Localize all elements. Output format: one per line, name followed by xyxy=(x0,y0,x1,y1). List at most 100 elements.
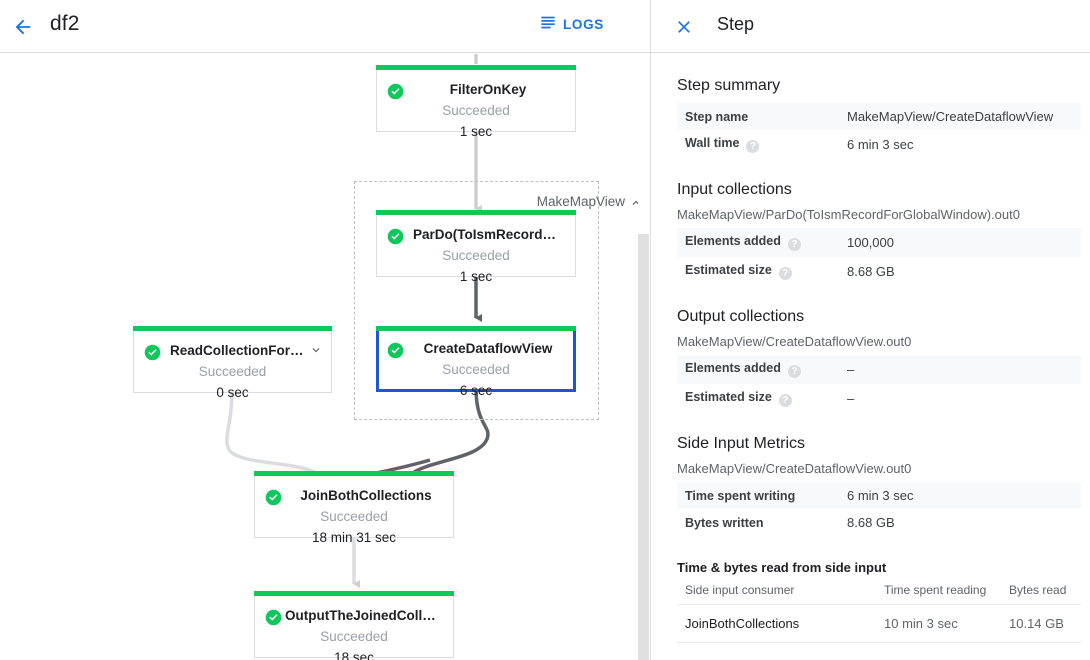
check-circle-icon xyxy=(387,228,404,245)
node-status: Succeeded xyxy=(198,364,267,379)
check-circle-icon xyxy=(265,609,282,626)
help-icon[interactable]: ? xyxy=(787,238,801,251)
node-time: 18 sec xyxy=(334,650,374,660)
input-collections-table: Elements added? 100,000 Estimated size? … xyxy=(677,228,1081,286)
graph-scrollbar-track[interactable] xyxy=(638,54,650,660)
node-status-bar xyxy=(376,65,576,70)
node-status-bar xyxy=(376,210,576,215)
table-row: Elements added? – xyxy=(677,355,1081,384)
node-status-bar xyxy=(376,326,576,331)
job-header-bar: df2 LOGS xyxy=(0,0,650,53)
cell-side-input-consumer: JoinBothCollections xyxy=(677,604,876,643)
row-key: Step name xyxy=(685,109,749,124)
row-value: 6 min 3 sec xyxy=(847,488,914,503)
cell-bytes-read: 10.14 GB xyxy=(1001,604,1081,643)
row-key: Wall time xyxy=(685,136,740,150)
graph-node-outputthejoinedcollection[interactable]: OutputTheJoinedCollec… Succeeded 18 sec xyxy=(254,591,454,660)
step-details-pane: Step Step summary Step name MakeMapView/… xyxy=(651,0,1090,660)
row-key: Estimated size xyxy=(685,263,772,277)
node-time: 6 sec xyxy=(459,383,493,398)
help-icon[interactable]: ? xyxy=(746,140,760,153)
help-icon[interactable]: ? xyxy=(778,394,792,407)
table-row: Bytes written 8.68 GB xyxy=(677,509,1081,536)
step-panel-header: Step xyxy=(651,0,1090,53)
section-heading-output-collections: Output collections xyxy=(677,308,805,325)
input-collection-name: MakeMapView/ParDo(ToIsmRecordForGlobalWi… xyxy=(677,207,1020,222)
table-row: Step name MakeMapView/CreateDataflowView xyxy=(677,103,1081,130)
graph-node-readcollectionforjoin[interactable]: ReadCollectionForJoin Succeeded 0 sec xyxy=(133,326,332,400)
node-status: Succeeded xyxy=(442,103,510,118)
graph-edges xyxy=(225,54,490,588)
cell-time-spent-reading: 10 min 3 sec xyxy=(876,604,1001,643)
chevron-down-icon[interactable] xyxy=(309,343,323,357)
row-value: – xyxy=(847,362,855,377)
node-time: 1 sec xyxy=(459,124,493,139)
row-key: Bytes written xyxy=(685,515,764,530)
row-value: 8.68 GB xyxy=(847,264,895,279)
table-row: JoinBothCollections 10 min 3 sec 10.14 G… xyxy=(677,604,1081,643)
panel-title: Step xyxy=(717,14,755,34)
logs-button[interactable]: LOGS xyxy=(540,14,604,35)
logs-list-icon xyxy=(540,14,556,35)
column-header-time-spent-reading: Time spent reading xyxy=(876,577,1001,605)
close-icon[interactable] xyxy=(671,14,697,40)
table-row: Estimated size? 8.68 GB xyxy=(677,257,1081,286)
graph-node-joinbothcollections[interactable]: JoinBothCollections Succeeded 18 min 31 … xyxy=(254,471,454,545)
node-name: CreateDataflowView xyxy=(423,341,553,356)
check-circle-icon xyxy=(387,83,404,100)
table-row: Wall time? 6 min 3 sec xyxy=(677,130,1081,159)
group-label: MakeMapView xyxy=(536,194,625,209)
chevron-up-icon[interactable] xyxy=(629,196,643,210)
side-input-metrics-table: Time spent writing 6 min 3 sec Bytes wri… xyxy=(677,482,1081,536)
row-value: – xyxy=(847,391,855,406)
node-status: Succeeded xyxy=(442,362,510,377)
side-input-read-table-title: Time & bytes read from side input xyxy=(677,560,887,575)
check-circle-icon xyxy=(387,342,404,359)
step-panel-body: Step summary Step name MakeMapView/Creat… xyxy=(651,53,1090,643)
node-name: ReadCollectionForJoin xyxy=(170,343,307,358)
row-key: Estimated size xyxy=(685,390,772,404)
row-value: 8.68 GB xyxy=(847,515,895,530)
table-row: Elements added? 100,000 xyxy=(677,228,1081,257)
node-name: OutputTheJoinedCollec… xyxy=(285,608,441,623)
row-key: Time spent writing xyxy=(685,488,796,503)
row-key: Elements added xyxy=(685,234,781,248)
node-name: ParDo(ToIsmRecordFor… xyxy=(413,227,563,242)
node-status-bar xyxy=(133,326,332,331)
output-collections-table: Elements added? – Estimated size? – xyxy=(677,355,1081,413)
check-circle-icon xyxy=(144,344,161,361)
side-input-read-table: Side input consumer Time spent reading B… xyxy=(677,577,1081,643)
graph-node-createdataflowview[interactable]: CreateDataflowView Succeeded 6 sec xyxy=(376,326,576,398)
logs-button-label: LOGS xyxy=(562,17,604,32)
row-value: MakeMapView/CreateDataflowView xyxy=(847,109,1054,124)
row-value: 6 min 3 sec xyxy=(847,137,914,152)
table-header-row: Side input consumer Time spent reading B… xyxy=(677,577,1081,605)
node-name: FilterOnKey xyxy=(449,82,527,97)
row-key: Elements added xyxy=(685,361,781,375)
column-header-side-input-consumer: Side input consumer xyxy=(677,577,876,605)
table-row: Time spent writing 6 min 3 sec xyxy=(677,482,1081,509)
node-time: 0 sec xyxy=(216,385,249,400)
node-status-bar xyxy=(254,591,454,596)
row-value: 100,000 xyxy=(847,235,894,250)
composite-step-group-makemapview[interactable] xyxy=(354,181,599,420)
graph-scrollbar-thumb[interactable] xyxy=(638,234,649,660)
help-icon[interactable]: ? xyxy=(778,267,792,280)
page-title: df2 xyxy=(50,12,80,35)
check-circle-icon xyxy=(265,489,282,506)
graph-node-filteronkey[interactable]: FilterOnKey Succeeded 1 sec xyxy=(376,65,576,139)
graph-node-pardo-toismrecord[interactable]: ParDo(ToIsmRecordFor… Succeeded 1 sec xyxy=(376,210,576,284)
section-heading-side-input-metrics: Side Input Metrics xyxy=(677,435,806,452)
section-heading-step-summary: Step summary xyxy=(677,77,781,94)
node-time: 1 sec xyxy=(459,269,493,284)
side-input-collection-name: MakeMapView/CreateDataflowView.out0 xyxy=(677,461,912,476)
help-icon[interactable]: ? xyxy=(787,365,801,378)
table-row: Estimated size? – xyxy=(677,384,1081,413)
arrow-back-icon[interactable] xyxy=(9,13,37,41)
section-heading-input-collections: Input collections xyxy=(677,181,792,198)
node-status: Succeeded xyxy=(320,629,388,644)
job-graph-pane: df2 LOGS xyxy=(0,0,651,660)
node-time: 18 min 31 sec xyxy=(311,530,397,545)
node-status-bar xyxy=(254,471,454,476)
job-graph-canvas[interactable]: MakeMapView FilterOnKey Succeeded 1 sec xyxy=(0,54,650,660)
